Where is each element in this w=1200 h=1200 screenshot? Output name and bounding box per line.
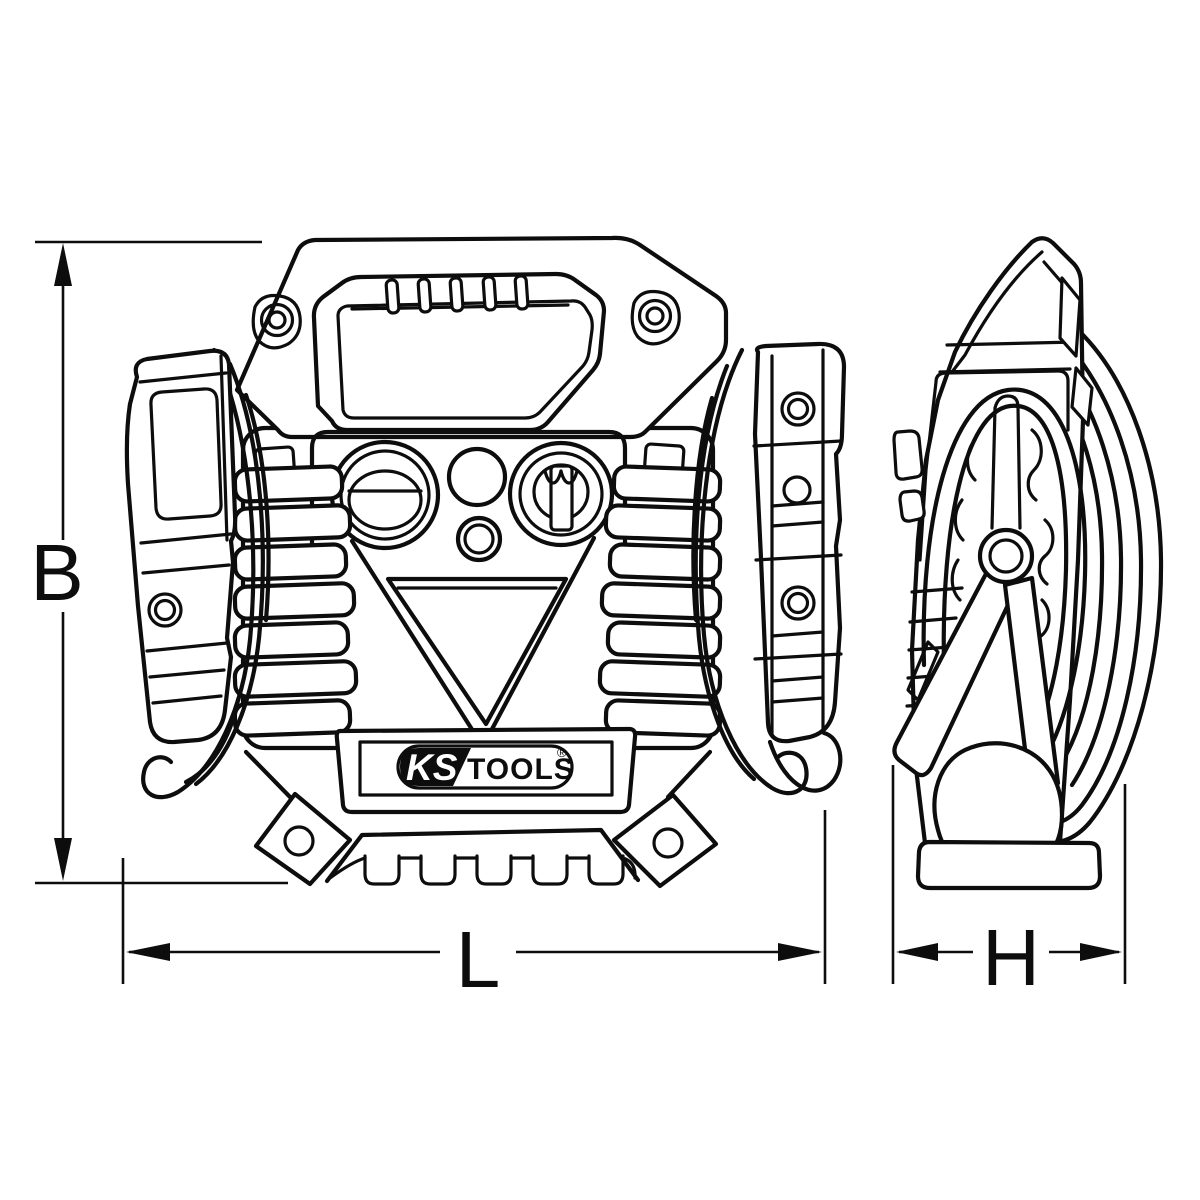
logo-text-ks: KS xyxy=(406,747,458,788)
side-edge-strip-bottom xyxy=(1070,366,1094,427)
side-tab-upper xyxy=(892,429,924,481)
dimension-label-b: B xyxy=(30,528,83,617)
dimension-label-h: H xyxy=(982,913,1040,1002)
gauge-center-button xyxy=(446,446,508,508)
dimension-b: B xyxy=(30,240,288,885)
logo-frame xyxy=(358,740,614,797)
jumper-cable-right xyxy=(691,347,843,796)
arrow-up-icon xyxy=(54,243,72,286)
clamp-rivet-right-top-icon xyxy=(780,391,816,427)
arrow-left-icon xyxy=(896,943,938,961)
arrow-down-icon xyxy=(54,838,72,881)
foot-hole-right-icon xyxy=(652,827,684,859)
battery-clamp-left xyxy=(124,348,238,745)
logo-black-field xyxy=(400,748,471,786)
battery-clamp-right xyxy=(752,341,847,744)
registered-mark: ® xyxy=(557,745,567,760)
top-housing xyxy=(234,235,729,440)
arrow-left-icon xyxy=(126,943,170,961)
foot-hole-left-icon xyxy=(283,825,315,857)
arrow-right-icon xyxy=(1080,943,1122,961)
bottom-housing xyxy=(243,749,719,889)
foot-rail-feet xyxy=(328,854,637,886)
handle-vent-slots xyxy=(384,274,530,315)
dimension-label-l: L xyxy=(456,915,501,1004)
side-body-details xyxy=(892,250,1094,562)
side-view xyxy=(892,236,1164,891)
dimension-l: L xyxy=(121,810,827,1004)
foot-corner-right xyxy=(611,792,719,889)
logo-plate: KS TOOLS ® xyxy=(334,726,638,815)
dimension-h: H xyxy=(891,765,1127,1002)
foot-rail-ridge xyxy=(324,827,641,884)
side-edge-strip-top xyxy=(1058,276,1082,358)
side-tab-lower xyxy=(898,489,926,523)
clamp-teeth xyxy=(950,428,1055,638)
clamp-grip-pad-left xyxy=(149,387,223,521)
front-view: KS TOOLS ® xyxy=(124,235,847,889)
screw-left-icon xyxy=(251,293,302,350)
clamp-pivot-icon xyxy=(977,527,1035,585)
small-button xyxy=(455,515,503,563)
foot-corner-left xyxy=(253,791,353,887)
handle-opening-inner xyxy=(336,299,594,420)
jumper-cable-left xyxy=(141,347,271,800)
clamp-rivet-right-bottom-icon xyxy=(780,585,816,621)
control-panel xyxy=(309,429,628,563)
clamp-handle-grip-detail xyxy=(906,640,940,702)
clamp-rivet-left-icon xyxy=(147,592,183,628)
clamp-handle-arm xyxy=(892,567,1019,778)
screw-right-icon xyxy=(630,289,681,346)
logo-text-tools: TOOLS xyxy=(467,753,575,786)
ks-tools-logo: KS TOOLS ® xyxy=(396,744,575,790)
power-socket xyxy=(507,440,615,548)
side-base xyxy=(915,839,1103,891)
clamp-rivet-right-mid-icon xyxy=(782,475,812,505)
arrow-right-icon xyxy=(778,943,822,961)
